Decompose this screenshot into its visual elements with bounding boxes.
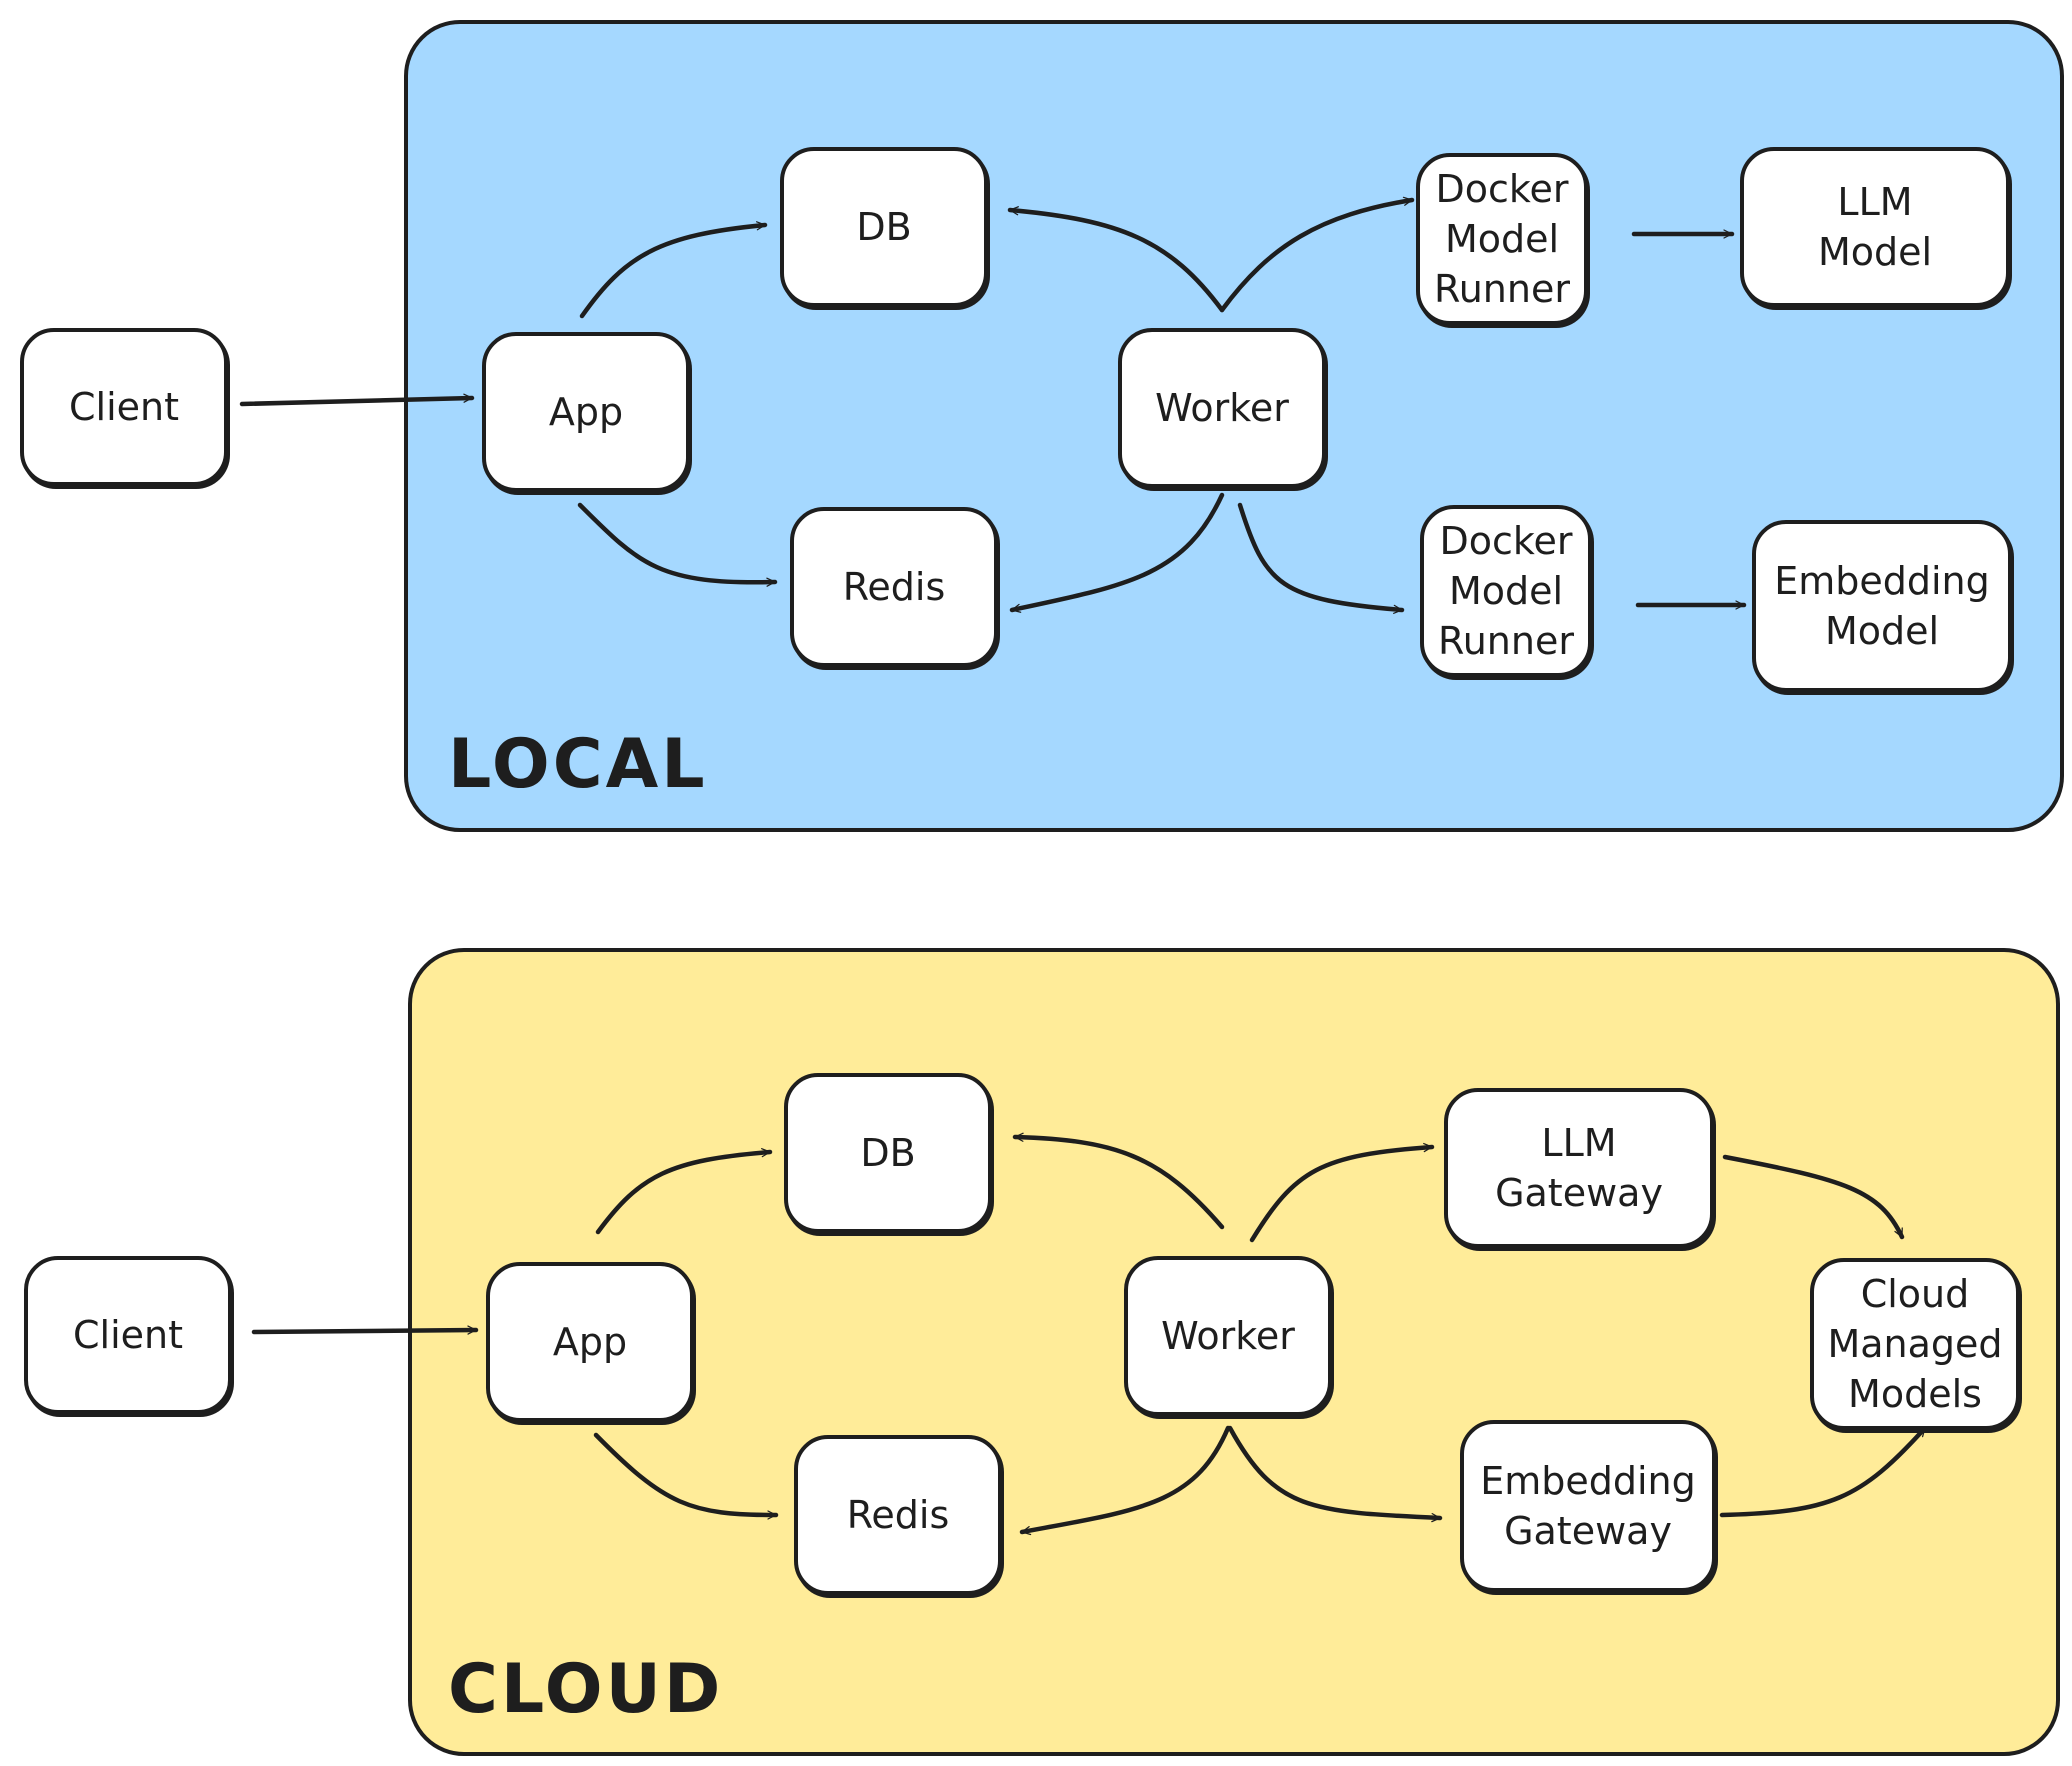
local-runner-embed-node[interactable]: Docker Model Runner (1420, 505, 1592, 677)
local-embedding-model-node[interactable]: Embedding Model (1752, 520, 2012, 692)
cloud-llm-gateway-node[interactable]: LLM Gateway (1444, 1088, 1714, 1248)
local-region-label: LOCAL (448, 725, 708, 804)
cloud-embedding-gateway-node[interactable]: Embedding Gateway (1460, 1420, 1716, 1592)
cloud-worker-node[interactable]: Worker (1124, 1256, 1332, 1416)
local-runner-llm-node[interactable]: Docker Model Runner (1416, 153, 1588, 325)
local-worker-node[interactable]: Worker (1118, 328, 1326, 488)
cloud-region-label: CLOUD (448, 1650, 724, 1729)
local-client-node[interactable]: Client (20, 328, 228, 486)
cloud-app-node[interactable]: App (486, 1262, 694, 1422)
cloud-managed-models-node[interactable]: Cloud Managed Models (1810, 1258, 2020, 1430)
cloud-client-node[interactable]: Client (24, 1256, 232, 1414)
cloud-redis-node[interactable]: Redis (794, 1435, 1002, 1595)
local-llm-model-node[interactable]: LLM Model (1740, 147, 2010, 307)
local-redis-node[interactable]: Redis (790, 507, 998, 667)
cloud-db-node[interactable]: DB (784, 1073, 992, 1233)
local-app-node[interactable]: App (482, 332, 690, 492)
local-db-node[interactable]: DB (780, 147, 988, 307)
